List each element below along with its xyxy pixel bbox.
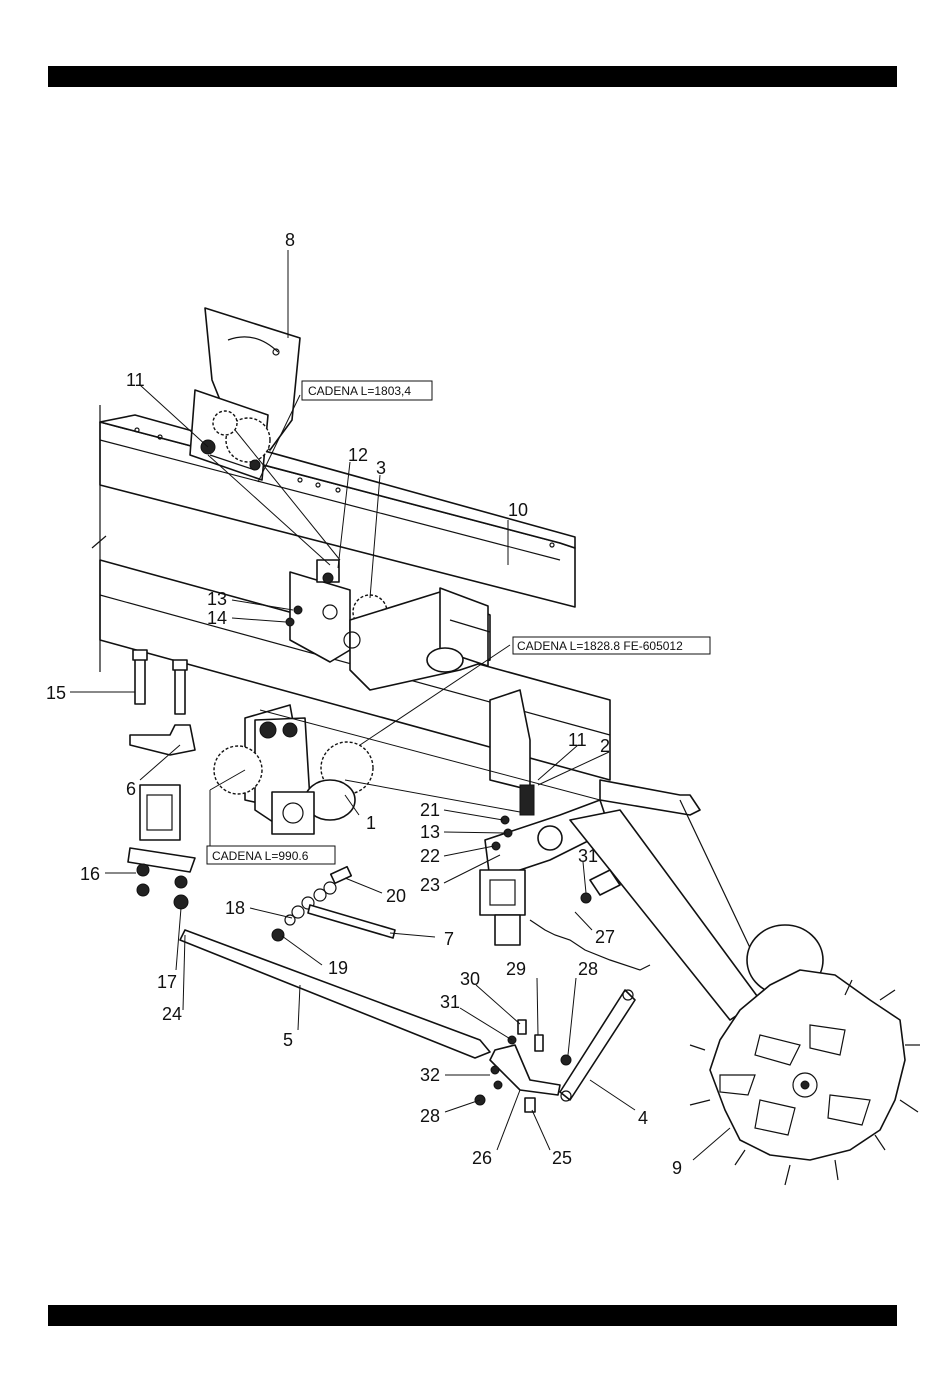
part-number: 11 (568, 730, 587, 750)
footer-bar (48, 1305, 897, 1326)
part-number: 9 (672, 1158, 682, 1178)
part-number: 22 (420, 846, 440, 866)
part-number: 17 (157, 972, 177, 992)
seed-hopper (190, 308, 300, 480)
part-number: 31 (578, 846, 598, 866)
chain-label-1: CADENA L=1803,4 (302, 381, 432, 400)
part-number: 21 (420, 800, 440, 820)
wheel-arm (570, 780, 770, 1020)
part-number: 13 (207, 589, 227, 609)
part-number: 10 (508, 500, 528, 520)
part-number: 28 (578, 959, 598, 979)
part-number: 5 (283, 1030, 293, 1050)
chain-label-1-text: CADENA L=1803,4 (308, 384, 411, 398)
chain-label-2: CADENA L=1828.8 FE-605012 (513, 637, 710, 654)
part-number: 7 (444, 929, 454, 949)
part-number: 15 (46, 683, 66, 703)
part-number: 19 (328, 958, 348, 978)
part-number: 24 (162, 1004, 182, 1024)
drawing: CADENA L=1803,4 CADENA L=1828.8 FE-60501… (46, 230, 920, 1185)
part-number: 31 (440, 992, 460, 1012)
part-number: 30 (460, 969, 480, 989)
part-number: 8 (285, 230, 295, 250)
part-number: 6 (126, 779, 136, 799)
part-number: 23 (420, 875, 440, 895)
part-number: 11 (126, 370, 145, 390)
part-number: 3 (376, 458, 386, 478)
part-number: 1 (366, 813, 376, 833)
part-number: 28 (420, 1106, 440, 1126)
part-number: 29 (506, 959, 526, 979)
part-number: 4 (638, 1108, 648, 1128)
part-number: 2 (600, 736, 610, 756)
part-number: 16 (80, 864, 100, 884)
part-number: 25 (552, 1148, 572, 1168)
lower-drive (214, 705, 373, 834)
header-bar (48, 66, 897, 87)
part-number: 14 (207, 608, 227, 628)
chain-label-3-text: CADENA L=990.6 (212, 849, 309, 863)
part-number: 18 (225, 898, 245, 918)
part-number: 20 (386, 886, 406, 906)
part-number: 12 (348, 445, 368, 465)
part-number: 26 (472, 1148, 492, 1168)
part-number: 27 (595, 927, 615, 947)
chain-label-2-text: CADENA L=1828.8 FE-605012 (517, 639, 683, 653)
chain-label-3: CADENA L=990.6 (207, 846, 335, 864)
part-number: 13 (420, 822, 440, 842)
part-number: 32 (420, 1065, 440, 1085)
